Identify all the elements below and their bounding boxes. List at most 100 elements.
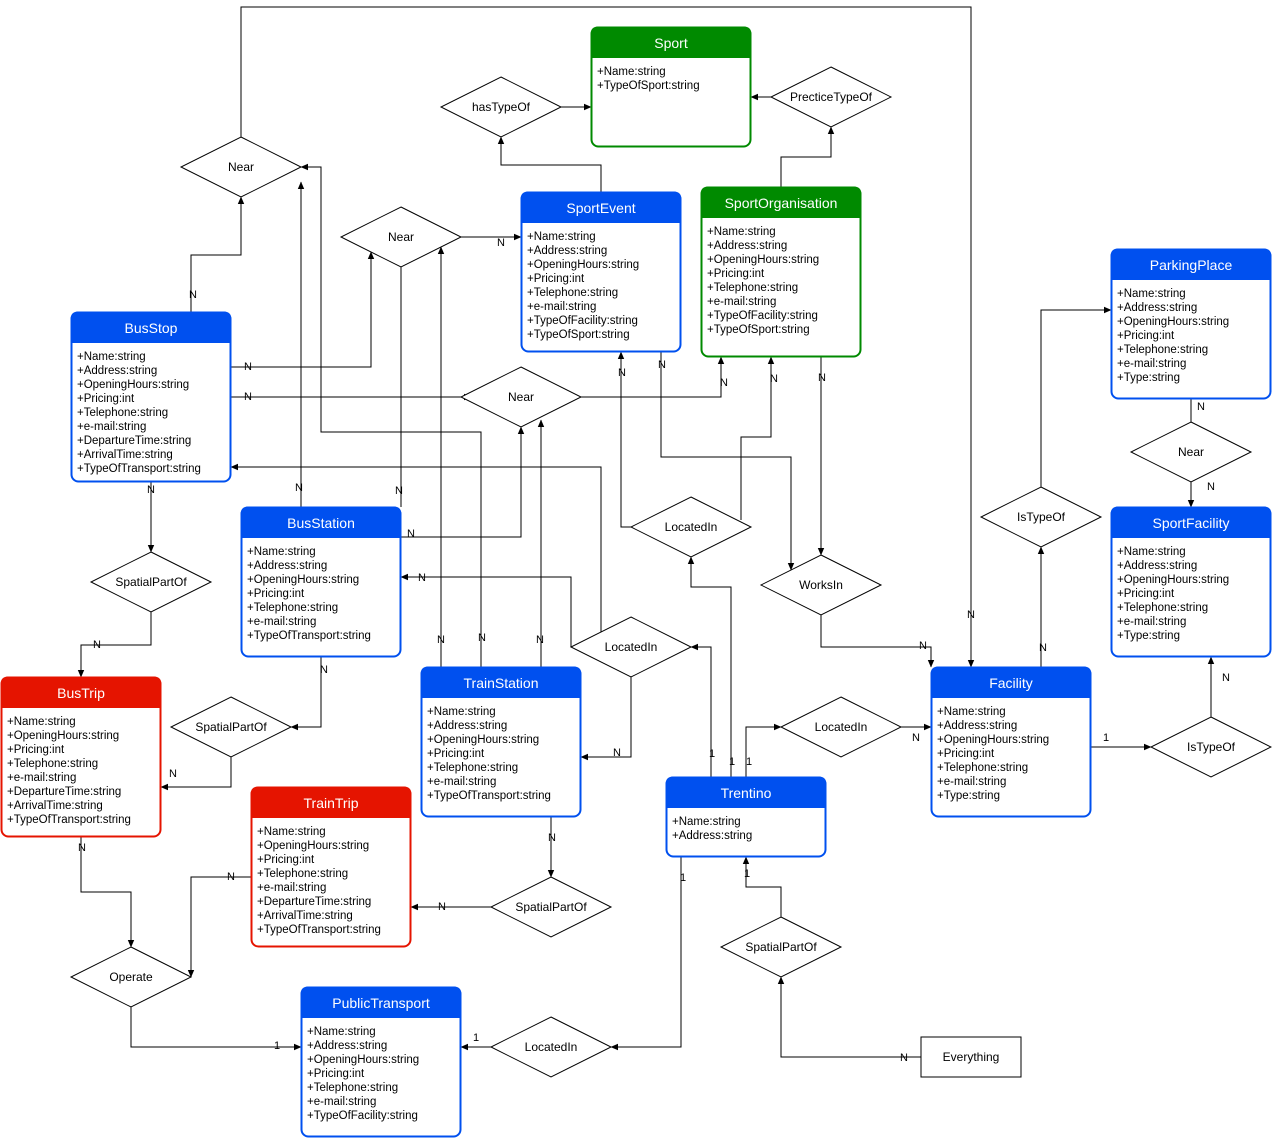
relationship-isTypeOf1[interactable]: IsTypeOf: [979, 486, 1103, 548]
cardinality-label: N: [497, 237, 505, 249]
entity-attribute: +Name:string: [937, 706, 1006, 718]
entity-attribute: +OpeningHours:string: [707, 254, 819, 266]
relationship-practiceTypeOf[interactable]: PrecticeTypeOf: [769, 66, 893, 128]
cardinality-label: N: [169, 768, 177, 780]
entity-facility[interactable]: Facility+Name:string+Address:string+Open…: [930, 666, 1092, 818]
entity-attribute: +Name:string: [672, 816, 741, 828]
edge-sportevent-hastypeof: [497, 136, 602, 192]
entity-attribute: +Type:string: [1117, 372, 1180, 384]
entity-attribute: +Pricing:int: [707, 268, 765, 280]
entity-attribute: +Pricing:int: [937, 748, 995, 760]
relationship-label: LocatedIn: [665, 520, 718, 534]
diamond-shape: [629, 496, 753, 558]
relationship-near2[interactable]: Near: [339, 206, 463, 268]
entity-busstop[interactable]: BusStop+Name:string+Address:string+Openi…: [70, 311, 232, 483]
relationship-locatedIn1[interactable]: LocatedIn: [629, 496, 753, 558]
relationship-isTypeOf2[interactable]: IsTypeOf: [1149, 716, 1272, 778]
relationship-spatialPartOf1[interactable]: SpatialPartOf: [89, 551, 213, 613]
cardinality-label: 1: [274, 1040, 280, 1052]
relationship-label: LocatedIn: [525, 1040, 578, 1054]
relationship-hasTypeOf[interactable]: hasTypeOf: [439, 76, 563, 138]
edge-trentino-locatedin1: [687, 556, 732, 777]
cardinality-label: N: [320, 664, 328, 676]
cardinality-label: N: [770, 373, 778, 385]
entity-attribute: +Pricing:int: [77, 393, 135, 405]
entity-attribute: +e-mail:string: [7, 772, 76, 784]
relationship-operate[interactable]: Operate: [69, 946, 193, 1008]
entity-trentino[interactable]: Trentino+Name:string+Address:string: [665, 776, 827, 858]
edge-spatial1-bustrip: [77, 612, 152, 678]
everything-node[interactable]: Everything: [920, 1036, 1022, 1078]
relationship-label: Near: [388, 230, 414, 244]
cardinality-label: N: [438, 901, 446, 913]
entity-attribute: +TypeOfSport:string: [707, 324, 810, 336]
entity-attribute: +Address:string: [1117, 302, 1197, 314]
entity-attribute: +Pricing:int: [257, 854, 315, 866]
entity-header: [520, 191, 682, 223]
entity-trainstation[interactable]: TrainStation+Name:string+Address:string+…: [420, 666, 582, 818]
entity-attribute: +Address:string: [307, 1040, 387, 1052]
entity-attribute: +Type:string: [937, 790, 1000, 802]
diamond-shape: [569, 616, 693, 678]
entity-attribute: +TypeOfSport:string: [527, 329, 630, 341]
entity-traintrip[interactable]: TrainTrip+Name:string+OpeningHours:strin…: [250, 786, 412, 948]
entity-sportorg[interactable]: SportOrganisation+Name:string+Address:st…: [700, 186, 862, 358]
edge-trentino-locatedin3: [745, 723, 782, 777]
relationship-spatialPartOf3[interactable]: SpatialPartOf: [489, 876, 613, 938]
relationship-label: SpatialPartOf: [515, 900, 587, 914]
cardinality-label: N: [93, 639, 101, 651]
relationship-locatedIn3[interactable]: LocatedIn: [779, 696, 903, 758]
entity-attribute: +DepartureTime:string: [257, 896, 371, 908]
diamond-shape: [339, 206, 463, 268]
entity-publictransport[interactable]: PublicTransport+Name:string+Address:stri…: [300, 986, 462, 1138]
entity-sportevent[interactable]: SportEvent+Name:string+Address:string+Op…: [520, 191, 682, 353]
cardinality-label: N: [618, 367, 626, 379]
relationship-locatedIn4[interactable]: LocatedIn: [489, 1016, 613, 1078]
entity-title: PublicTransport: [332, 995, 430, 1011]
relationship-spatialPartOf4[interactable]: SpatialPartOf: [719, 916, 843, 978]
entity-attribute: +e-mail:string: [1117, 358, 1186, 370]
entity-sportfacility[interactable]: SportFacility+Name:string+Address:string…: [1110, 506, 1272, 658]
edge-sportorg-practice: [780, 126, 835, 187]
entity-attribute: +Name:string: [257, 826, 326, 838]
entity-header: [665, 776, 827, 808]
relationship-worksIn[interactable]: WorksIn: [759, 554, 883, 616]
cardinality-label: N: [244, 361, 252, 373]
relationship-near3[interactable]: Near: [459, 366, 583, 428]
diamond-shape: [439, 76, 563, 138]
entity-title: BusTrip: [57, 685, 105, 701]
entity-parking[interactable]: ParkingPlace+Name:string+Address:string+…: [1110, 248, 1272, 400]
entity-header: [70, 311, 232, 343]
entity-attribute: +ArrivalTime:string: [77, 449, 173, 461]
entity-attribute: +Name:string: [7, 716, 76, 728]
entity-attribute: +Telephone:string: [247, 602, 338, 614]
entity-attribute: +Telephone:string: [307, 1082, 398, 1094]
entity-attribute: +Address:string: [1117, 560, 1197, 572]
relationship-locatedIn2[interactable]: LocatedIn: [569, 616, 693, 678]
edge-bustrip-operate: [80, 837, 135, 948]
entity-attribute: +Pricing:int: [307, 1068, 365, 1080]
edge-locatedin1-sportorg: [740, 356, 775, 520]
entity-busstation[interactable]: BusStation+Name:string+Address:string+Op…: [240, 506, 402, 658]
entity-attribute: +Name:string: [427, 706, 496, 718]
entity-attribute: +Telephone:string: [77, 407, 168, 419]
entity-header: [240, 506, 402, 538]
entity-bustrip[interactable]: BusTrip+Name:string+OpeningHours:string+…: [0, 676, 162, 838]
edge-near1-facility: [240, 6, 975, 668]
relationship-near4[interactable]: Near: [1129, 421, 1253, 483]
cardinality-label: N: [1197, 401, 1205, 413]
relationship-label: Near: [508, 390, 534, 404]
edge-everything-spatial4: [777, 976, 921, 1058]
cardinality-label: 1: [746, 756, 752, 768]
relationship-spatialPartOf2[interactable]: SpatialPartOf: [169, 696, 293, 758]
entity-attribute: +Telephone:string: [707, 282, 798, 294]
entity-attribute: +OpeningHours:string: [307, 1054, 419, 1066]
entity-attribute: +OpeningHours:string: [427, 734, 539, 746]
relationship-near1[interactable]: Near: [179, 136, 303, 198]
entity-sport[interactable]: Sport+Name:string+TypeOfSport:string: [590, 26, 752, 148]
entity-title: SportFacility: [1152, 515, 1229, 531]
entity-title: Facility: [989, 675, 1033, 691]
diamond-shape: [779, 696, 903, 758]
entity-attribute: +OpeningHours:string: [247, 574, 359, 586]
diamond-shape: [769, 66, 893, 128]
